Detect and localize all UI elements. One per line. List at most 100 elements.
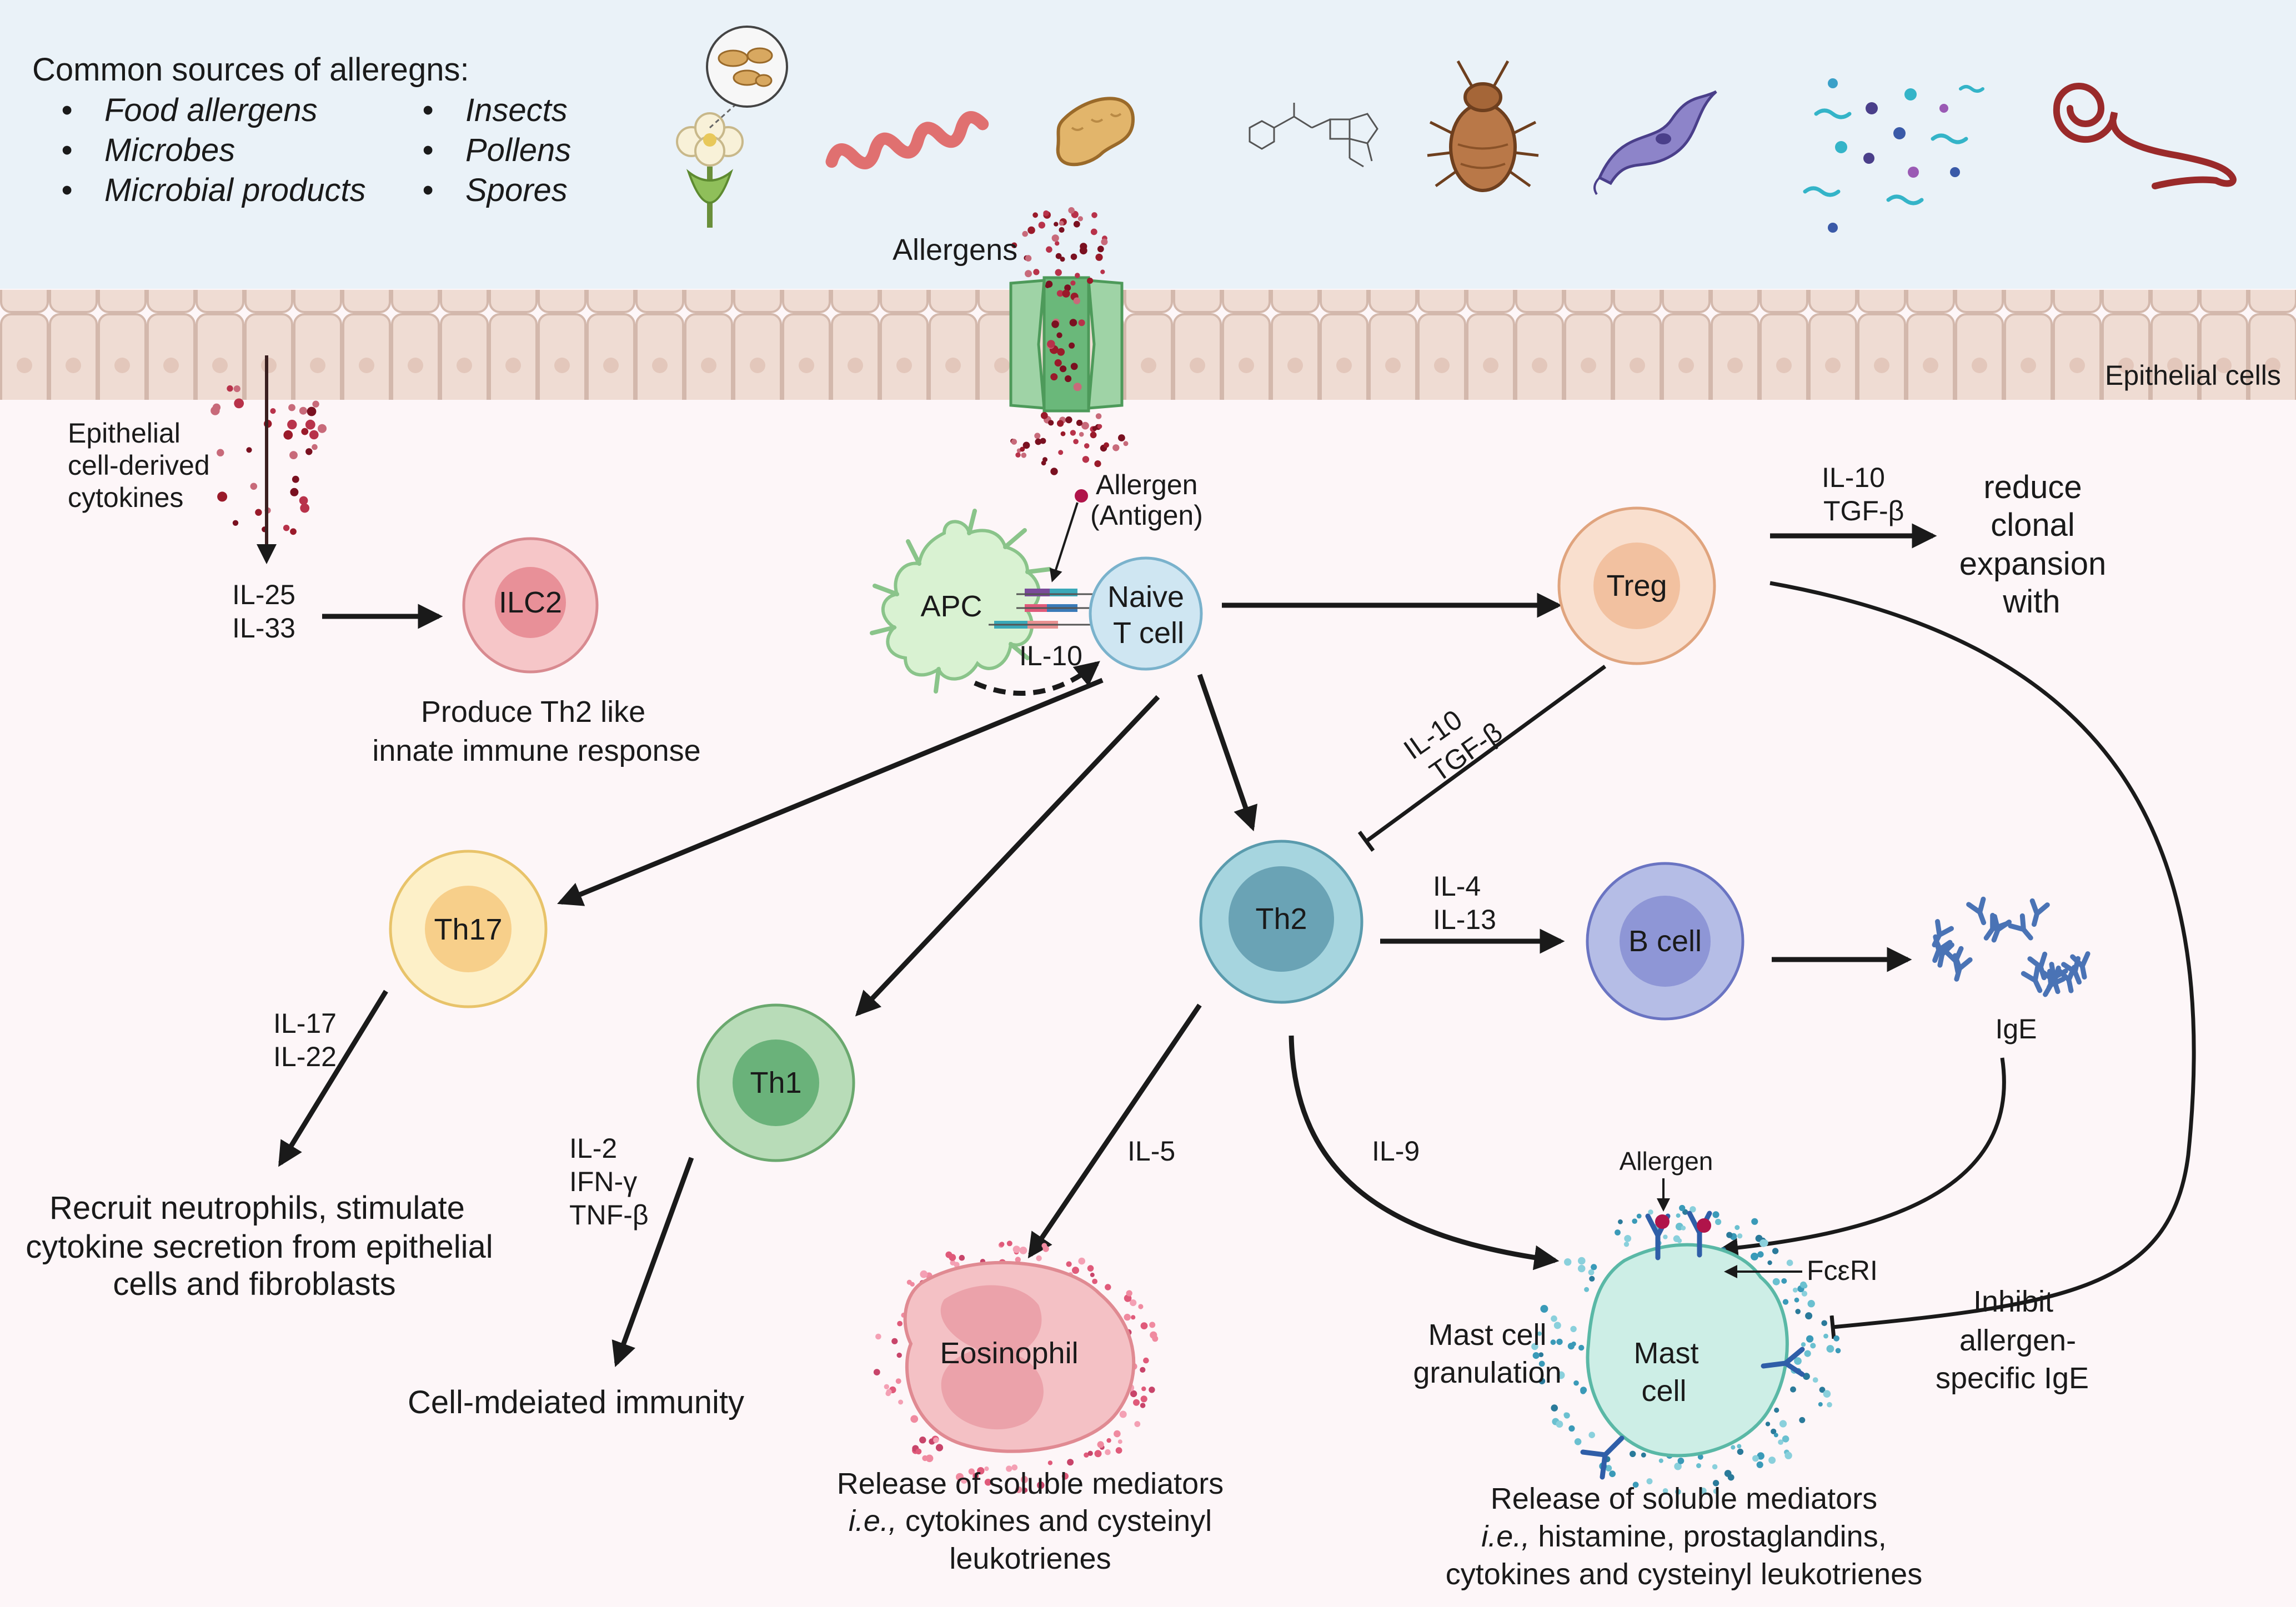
allergens-label: Allergens	[893, 233, 1017, 267]
particle	[954, 1262, 960, 1268]
epithelial-cytokines-label: Epithelial cell-derived cytokines	[68, 418, 210, 513]
particle	[1538, 1360, 1545, 1367]
particle	[1064, 284, 1071, 292]
particle	[1015, 1486, 1022, 1493]
particle	[1055, 253, 1062, 259]
particle	[1020, 446, 1025, 452]
particle	[1140, 1395, 1147, 1403]
particle	[1588, 1269, 1595, 1275]
source-food-allergens: Food allergens	[104, 92, 318, 128]
particle	[1006, 1465, 1012, 1472]
particle	[1084, 1452, 1089, 1458]
particle	[1032, 212, 1038, 218]
particle	[886, 1389, 892, 1395]
particle	[1105, 1284, 1111, 1290]
arrow-naive-to-th1	[855, 695, 1160, 1017]
particle	[1036, 1255, 1042, 1262]
particle	[1073, 297, 1081, 304]
particle	[1040, 438, 1046, 444]
particle	[1632, 1218, 1637, 1224]
th1-cell: Th1	[696, 1003, 855, 1162]
fceri-label: FcεRI	[1807, 1255, 1878, 1286]
particle	[1795, 1309, 1801, 1314]
particle	[1034, 433, 1041, 439]
particle	[1801, 1290, 1808, 1297]
bullet-3: •	[61, 172, 72, 208]
particle	[1097, 245, 1104, 253]
particle	[1066, 1261, 1072, 1267]
particle	[1751, 1218, 1758, 1225]
particle	[1605, 1465, 1612, 1472]
particle	[1090, 431, 1097, 439]
particle	[1578, 1344, 1585, 1351]
worm-icon	[2053, 83, 2237, 189]
particle	[1819, 1387, 1826, 1393]
th17-il22: IL-22	[273, 1041, 337, 1072]
particle	[1674, 1462, 1682, 1470]
particle	[1037, 1481, 1045, 1489]
particle	[1069, 319, 1077, 327]
epithelial-cytokines-line-1: Epithelial	[68, 418, 181, 449]
source-pollens: Pollens	[465, 132, 571, 168]
mast-granulation-line-1: Mast cell	[1428, 1318, 1546, 1352]
particle	[1757, 1251, 1764, 1258]
particle	[1045, 283, 1050, 288]
particle	[1069, 342, 1075, 349]
particle	[212, 403, 221, 411]
particle	[1101, 238, 1108, 245]
particle	[1070, 280, 1076, 286]
particle	[270, 408, 276, 414]
bullet-2: •	[61, 132, 72, 168]
particle	[1022, 1488, 1028, 1493]
particle	[1574, 1438, 1582, 1445]
particle	[875, 1333, 881, 1340]
particle	[1087, 1450, 1093, 1456]
particle	[1090, 1272, 1095, 1277]
particle	[1057, 348, 1065, 356]
particle	[1782, 1435, 1789, 1443]
allergen-sources-band	[0, 0, 2296, 289]
apc-dendritic-cell: APC	[870, 509, 1052, 694]
particle	[1805, 1312, 1813, 1320]
particle	[1551, 1404, 1558, 1412]
treg-effect-line-3: expansion	[1959, 546, 2106, 582]
particle	[1095, 253, 1103, 261]
particle	[1073, 220, 1080, 228]
particle	[1531, 1343, 1538, 1350]
particle	[1047, 340, 1055, 348]
particle	[255, 509, 262, 516]
particle	[1094, 460, 1101, 468]
particle	[1051, 320, 1059, 328]
particle	[1713, 1488, 1719, 1494]
particle	[1015, 452, 1021, 458]
particle	[299, 406, 307, 415]
particle	[1140, 1403, 1146, 1408]
treg-effect-label: reduce clonal expansion with	[1959, 469, 2106, 620]
eosinophil-cell: Eosinophil	[903, 1261, 1136, 1453]
th17-il17: IL-17	[273, 1008, 337, 1039]
particle	[1059, 227, 1065, 233]
particle	[1070, 430, 1076, 436]
th17-effect-line-3: cells and fibroblasts	[113, 1266, 395, 1302]
particle	[1060, 257, 1065, 262]
trypanosome-parasite-icon	[1593, 90, 1717, 195]
particle	[1772, 1248, 1779, 1254]
particle	[1700, 1488, 1707, 1494]
mast-allergen-dot-1	[1655, 1214, 1670, 1229]
particle	[1105, 1449, 1111, 1455]
treg-out-il10: IL-10	[1822, 462, 1885, 493]
arrow-naive-to-th2	[1197, 674, 1258, 832]
th17-label: Th17	[434, 913, 502, 946]
particle	[1078, 1257, 1085, 1265]
particle	[1812, 1377, 1818, 1383]
particle	[1087, 278, 1094, 284]
apc-label: APC	[920, 590, 982, 623]
mast-effect-line-3: cytokines and cysteinyl leukotrienes	[1446, 1558, 1922, 1591]
particle	[1734, 1225, 1740, 1231]
treg-effect-line-2: clonal	[1991, 507, 2075, 543]
particle	[1046, 246, 1052, 253]
naive-t-label-1: Naive	[1107, 580, 1184, 614]
particle	[919, 1437, 926, 1444]
mast-label-1: Mast	[1633, 1337, 1698, 1370]
